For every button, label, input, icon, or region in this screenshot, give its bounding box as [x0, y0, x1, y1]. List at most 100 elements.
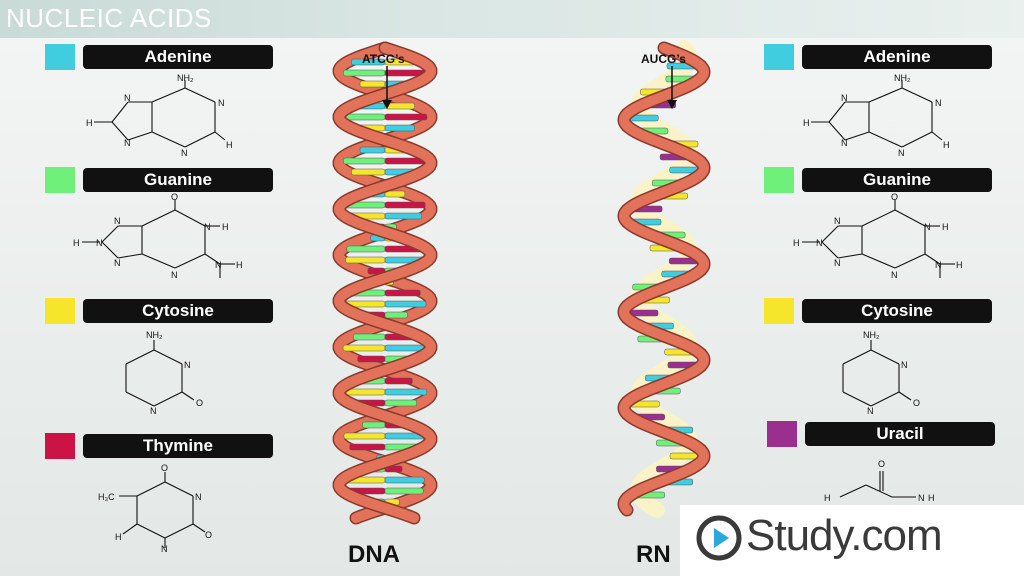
dna-base-right — [384, 399, 417, 407]
svg-text:N: N — [841, 138, 848, 148]
svg-text:H: H — [226, 140, 233, 150]
dna-base-right — [384, 201, 426, 209]
rna-arrow — [667, 66, 677, 109]
rna-annotation: AUCG’s — [641, 52, 686, 66]
svg-text:N: N — [918, 493, 925, 503]
dna-base-left — [349, 443, 386, 451]
label-guanine-right: Guanine — [802, 168, 992, 192]
svg-text:O: O — [891, 192, 898, 202]
svg-text:O: O — [205, 530, 212, 540]
svg-text:N: N — [841, 93, 848, 103]
label-adenine-left: Adenine — [83, 45, 273, 69]
guanine-structure-left: O N N N N N H H N H — [73, 192, 243, 280]
svg-text:N: N — [891, 270, 898, 280]
svg-text:N: N — [96, 238, 103, 248]
dna-base-right — [384, 190, 406, 198]
svg-text:O: O — [878, 459, 885, 469]
dna-base-left — [351, 168, 386, 176]
svg-text:N: N — [114, 216, 121, 226]
dna-annotation: ATCG’s — [362, 52, 405, 66]
svg-text:N: N — [171, 270, 178, 280]
svg-text:H: H — [115, 532, 122, 542]
dna-base-left — [346, 245, 386, 253]
dna-base-right — [384, 300, 427, 308]
dna-base-left — [342, 344, 386, 352]
title-bar: NUCLEIC ACIDS — [0, 0, 1024, 38]
swatch-uracil-right — [767, 421, 797, 447]
label-cytosine-right: Cytosine — [802, 299, 992, 323]
dna-base-left — [359, 146, 386, 154]
svg-text:N: N — [161, 544, 168, 552]
dna-strand-back — [334, 43, 436, 523]
atom-nh2: NH₂ — [177, 73, 194, 83]
dna-base-left — [342, 113, 386, 121]
svg-text:N: N — [867, 406, 874, 416]
dna-base-left — [345, 256, 386, 264]
dna-base-right — [384, 388, 428, 396]
svg-text:N: N — [150, 406, 157, 416]
svg-text:NH₂: NH₂ — [146, 330, 163, 340]
dna-base-right — [384, 377, 413, 385]
dna-base-right — [384, 113, 428, 121]
dna-double-helix — [332, 41, 438, 525]
swatch-guanine-right — [764, 167, 794, 193]
svg-text:O: O — [196, 398, 203, 408]
svg-text:H: H — [956, 260, 963, 270]
swatch-thymine-left — [45, 433, 75, 459]
swatch-cytosine-left — [45, 298, 75, 324]
dna-strand-front — [334, 43, 436, 523]
svg-text:O: O — [161, 463, 168, 473]
svg-text:N: N — [935, 98, 942, 108]
label-thymine-left: Thymine — [83, 434, 273, 458]
adenine-structure-right: NH₂ N N N N H H — [803, 73, 950, 158]
svg-text:H: H — [793, 238, 800, 248]
rna-base — [669, 452, 701, 460]
svg-text:N: N — [215, 260, 222, 270]
svg-text:NH₂: NH₂ — [863, 330, 880, 340]
adenine-structure-left: NH₂ N N N N H H — [86, 73, 233, 158]
svg-text:N: N — [181, 148, 188, 158]
svg-text:H: H — [236, 260, 243, 270]
dna-base-right — [384, 102, 415, 110]
svg-text:N: N — [898, 148, 905, 158]
guanine-structure-right: O N N N N N H H N H — [793, 192, 963, 280]
thymine-structure-left: O H₃C N O H N — [98, 463, 212, 552]
dna-base-right — [384, 124, 415, 132]
svg-text:N: N — [901, 360, 908, 370]
dna-base-left — [357, 355, 386, 363]
svg-text:N: N — [816, 238, 823, 248]
page-title: NUCLEIC ACIDS — [6, 3, 212, 33]
svg-text:N: N — [195, 492, 202, 502]
dna-base-left — [362, 421, 386, 429]
dna-base-left — [353, 333, 386, 341]
svg-text:N: N — [124, 93, 131, 103]
rna-single-helix — [617, 40, 711, 518]
dna-base-right — [384, 212, 423, 220]
dna-base-left — [343, 432, 386, 440]
svg-text:H: H — [943, 140, 950, 150]
dna-arrow — [382, 66, 392, 109]
label-guanine-left: Guanine — [83, 168, 273, 192]
svg-text:N: N — [184, 360, 191, 370]
svg-text:N: N — [204, 222, 211, 232]
swatch-adenine-right — [764, 44, 794, 70]
svg-text:NH₂: NH₂ — [894, 73, 911, 83]
svg-text:H: H — [942, 222, 949, 232]
svg-text:H: H — [73, 238, 80, 248]
dna-base-right — [384, 487, 424, 495]
svg-text:N: N — [834, 216, 841, 226]
svg-text:H: H — [86, 118, 93, 128]
label-uracil-right: Uracil — [805, 422, 995, 446]
cytosine-structure-right: NH₂ N N O — [842, 330, 920, 416]
svg-text:O: O — [171, 192, 178, 202]
uracil-structure-right: O N H H — [824, 459, 935, 503]
play-icon — [696, 515, 742, 561]
swatch-guanine-left — [45, 167, 75, 193]
swatch-adenine-left — [45, 44, 75, 70]
label-adenine-right: Adenine — [802, 45, 992, 69]
dna-label: DNA — [348, 541, 400, 568]
swatch-cytosine-right — [764, 298, 794, 324]
svg-text:O: O — [913, 398, 920, 408]
study-logo: Study.com — [680, 505, 1024, 576]
rna-label: RN — [636, 541, 671, 568]
